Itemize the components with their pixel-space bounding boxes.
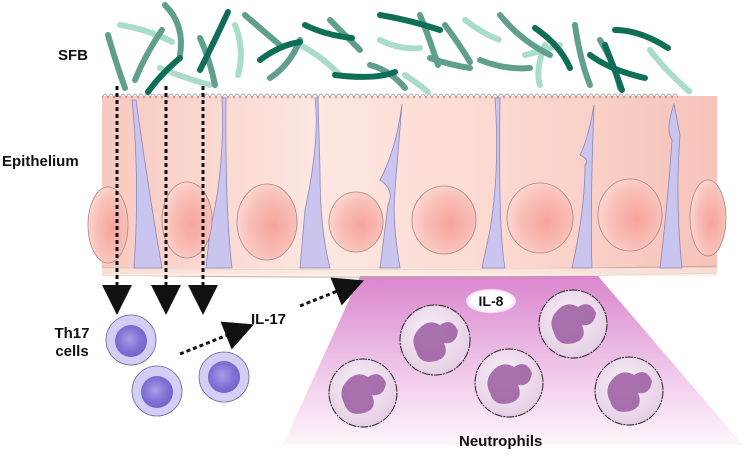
th17-cell xyxy=(131,365,183,417)
nucleus xyxy=(161,181,213,259)
intercellular-cell xyxy=(659,102,683,269)
neutrophils xyxy=(328,289,664,428)
neutrophil xyxy=(474,348,544,418)
nucleus xyxy=(236,183,298,261)
nucleus xyxy=(328,191,384,253)
th17-cells xyxy=(105,314,250,417)
il8-label: IL-8 xyxy=(466,289,516,313)
intercellular-cell xyxy=(571,104,595,269)
neutrophil xyxy=(538,289,608,359)
neutrophil xyxy=(399,304,471,376)
nucleus xyxy=(597,178,663,252)
epithelium-layer xyxy=(87,93,727,278)
intercellular-cell xyxy=(205,97,233,269)
epithelium-label: Epithelium xyxy=(2,153,79,170)
sfb-filaments xyxy=(105,2,693,95)
th17-cells-label: Th17 cells xyxy=(50,325,94,361)
th17-cell xyxy=(198,351,250,403)
neutrophil xyxy=(328,358,398,428)
intercellular-cell xyxy=(299,97,331,269)
nucleus xyxy=(689,179,727,257)
intercellular-cell xyxy=(481,97,506,269)
neutrophils-label: Neutrophils xyxy=(459,433,543,450)
nucleus xyxy=(87,186,129,264)
nucleus xyxy=(506,182,574,254)
microvilli-border xyxy=(101,93,679,100)
th17-cell xyxy=(105,314,157,366)
th17-to-il17-arrow xyxy=(179,321,254,356)
th17-label-line2: cells xyxy=(55,343,89,360)
neutrophil xyxy=(594,356,664,426)
il17-label: IL-17 xyxy=(251,311,287,328)
nucleus xyxy=(411,185,477,255)
sfb-label: SFB xyxy=(58,47,88,64)
th17-label-line1: Th17 xyxy=(54,325,90,342)
intercellular-cell xyxy=(379,103,403,269)
il17-to-epithelium-arrow xyxy=(299,277,364,308)
intercellular-cell xyxy=(131,99,163,269)
